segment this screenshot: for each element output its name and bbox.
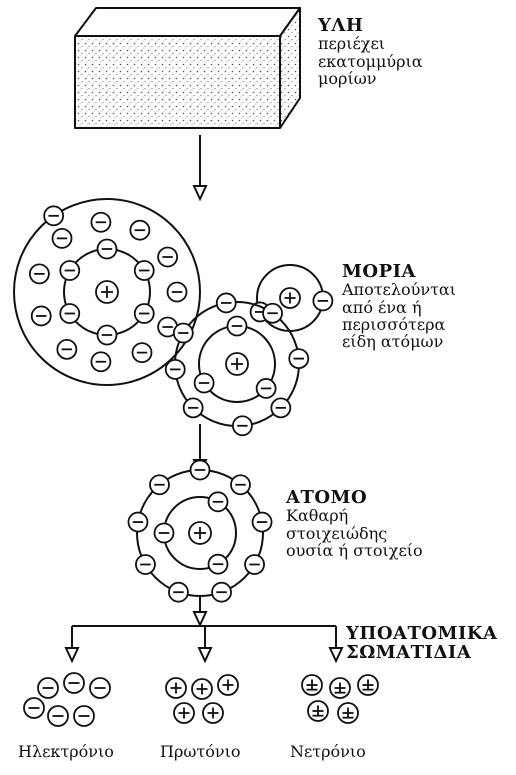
atom-outer-electron-8 — [136, 555, 155, 574]
atom-outer-electron-5 — [245, 555, 264, 574]
molecules-title: ΜΟΡΙΑ — [342, 262, 456, 281]
matter-line-2: εκατομμύρια — [318, 53, 423, 70]
proton-caption: Πρωτόνιο — [160, 742, 241, 761]
atom-outer-electron-3 — [231, 475, 250, 494]
atom-inner-electron-3 — [155, 524, 174, 543]
electron-4 — [24, 698, 44, 718]
large-atom-inner-electron-4 — [98, 326, 117, 345]
atom-outer-electron-2 — [191, 461, 210, 480]
large-atom-nucleus — [96, 281, 118, 303]
atom-inner-electron-2 — [209, 555, 228, 574]
atom-line-3: ουσία ή στοιχείο — [286, 542, 423, 559]
atom-outer-electron-4 — [253, 513, 272, 532]
atom-title: ΑΤΟΜΟ — [286, 488, 423, 507]
atom-nucleus — [189, 522, 211, 544]
large-atom-mid-electron-6 — [133, 343, 152, 362]
neutron-5 — [338, 703, 358, 723]
matter-label: ΥΛΗ περιέχει εκατομμύρια μορίων — [318, 16, 423, 87]
neutron-caption: Νετρόνιο — [290, 742, 366, 761]
electron-6 — [74, 706, 94, 726]
medium-atom-outer-electron-8 — [166, 360, 185, 379]
molecules-line-1: Αποτελούνται — [342, 281, 456, 298]
proton-1 — [166, 678, 186, 698]
atom-diagram — [128, 461, 271, 602]
proton-4 — [174, 703, 194, 723]
medium-atom-outer-electron-1 — [174, 324, 193, 343]
large-atom-mid-electron-4 — [168, 283, 187, 302]
matter-title: ΥΛΗ — [318, 16, 423, 35]
atom-line-1: Καθαρή — [286, 507, 423, 524]
molecules-line-2: από ένα ή — [342, 299, 456, 316]
medium-atom-nucleus — [226, 353, 248, 375]
neutron-1 — [302, 675, 322, 695]
subatomic-title-line-1: ΥΠΟΑΤΟΜΙΚΑ — [346, 624, 498, 643]
electron-1 — [38, 678, 58, 698]
electron-3 — [90, 678, 110, 698]
medium-atom-outer-electron-4 — [289, 349, 308, 368]
atom-label: ΑΤΟΜΟ Καθαρή στοιχειώδης ουσία ή στοιχεί… — [286, 488, 423, 559]
large-atom-inner-electron-1 — [98, 240, 117, 259]
large-atom-mid-electron-8 — [57, 340, 76, 359]
large-atom-inner-electron-6 — [60, 261, 79, 280]
large-atom-mid-electron-11 — [53, 229, 72, 248]
matter-line-3: μορίων — [318, 70, 423, 87]
matter-line-1: περιέχει — [318, 35, 423, 52]
atom-line-2: στοιχειώδης — [286, 525, 423, 542]
arrow-matter-to-molecules — [194, 135, 206, 199]
large-atom-inner-electron-2 — [135, 261, 154, 280]
proton-2 — [192, 679, 212, 699]
large-atom-mid-electron-9 — [32, 306, 51, 325]
medium-atom-outer-electron-3 — [263, 304, 282, 323]
medium-atom-outer-electron-5 — [271, 398, 290, 417]
atom-outer-electron-1 — [150, 475, 169, 494]
proton-cluster — [166, 675, 238, 723]
medium-atom-inner-electron-2 — [257, 379, 276, 398]
electron-caption: Ηλεκτρόνιο — [18, 742, 114, 761]
medium-atom-outer-electron-6 — [233, 416, 252, 435]
subatomic-label: ΥΠΟΑΤΟΜΙΚΑ ΣΩΜΑΤΙΔΙΑ — [346, 624, 498, 663]
large-atom-mid-electron-3 — [158, 248, 177, 267]
large-atom-mid-electron-10 — [30, 264, 49, 283]
neutron-4 — [308, 701, 328, 721]
proton-5 — [203, 703, 223, 723]
electron-5 — [48, 706, 68, 726]
large-atom-inner-electron-5 — [60, 304, 79, 323]
molecule-group — [14, 199, 332, 435]
medium-atom-inner-electron-3 — [195, 374, 214, 393]
large-atom-inner-electron-3 — [135, 304, 154, 323]
small-atom-nucleus — [280, 288, 300, 308]
atom-outer-electron-7 — [169, 583, 188, 602]
neutron-2 — [330, 678, 350, 698]
molecules-line-3: περισσότερα — [342, 316, 456, 333]
neutron-cluster — [302, 675, 378, 723]
molecules-label: ΜΟΡΙΑ Αποτελούνται από ένα ή περισσότερα… — [342, 262, 456, 351]
atom-outer-electron-9 — [128, 513, 147, 532]
large-atom-mid-electron-1 — [91, 213, 110, 232]
medium-atom-outer-electron-7 — [184, 398, 203, 417]
subatomic-title-line-2: ΣΩΜΑΤΙΔΙΑ — [346, 643, 498, 662]
branch-arrows — [66, 595, 342, 661]
large-atom-mid-electron-2 — [130, 221, 149, 240]
matter-block — [75, 8, 300, 128]
proton-3 — [218, 675, 238, 695]
atom-outer-electron-6 — [212, 583, 231, 602]
small-atom-electron-1 — [313, 291, 332, 310]
neutron-3 — [358, 675, 378, 695]
molecules-line-4: είδη ατόμων — [342, 333, 456, 350]
medium-atom-inner-electron-1 — [228, 317, 247, 336]
large-atom-mid-electron-7 — [91, 352, 110, 371]
medium-atom-outer-electron-2 — [217, 293, 236, 312]
large-atom-outer-electron-1 — [44, 206, 63, 225]
electron-cluster — [24, 673, 110, 726]
electron-2 — [64, 673, 84, 693]
atom-inner-electron-1 — [209, 492, 228, 511]
